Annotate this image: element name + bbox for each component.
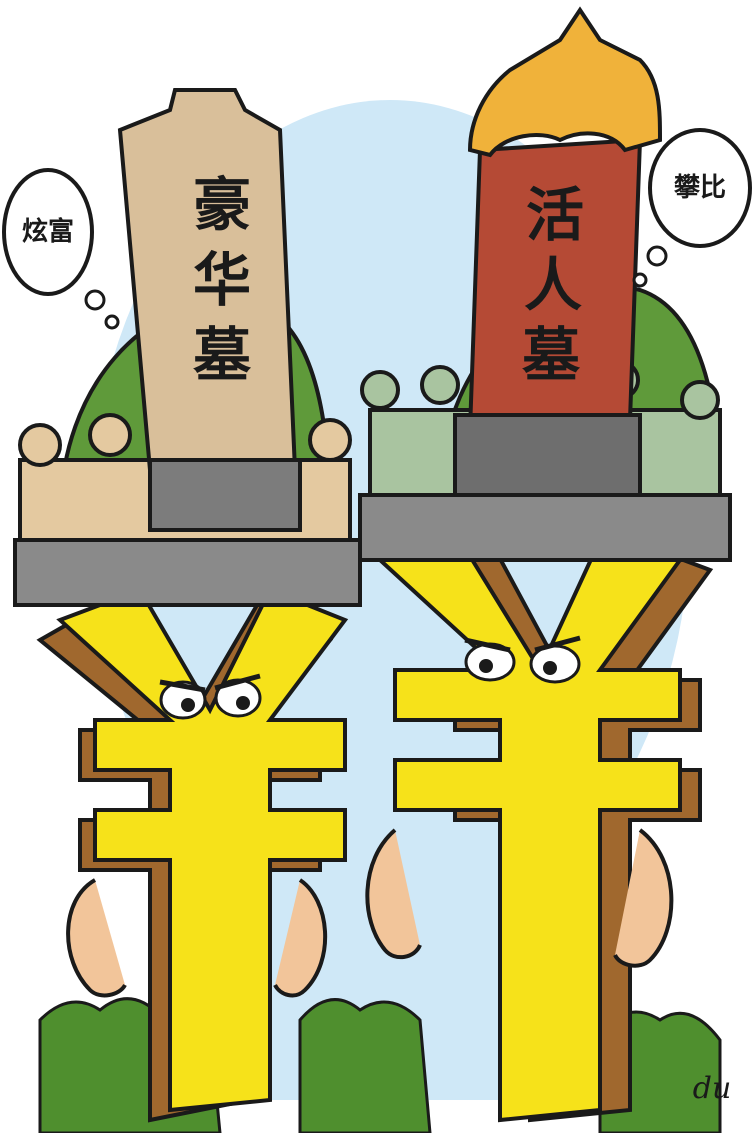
left-yuan-arm-right [273, 878, 327, 998]
left-yuan-eye-left [159, 680, 207, 720]
left-bubble-dot-1 [84, 289, 106, 311]
left-yuan-brows [159, 673, 261, 693]
left-tomb-stele-foot [148, 458, 302, 532]
right-bubble-dot-2 [632, 272, 648, 288]
left-yuan-pupil-right [236, 696, 250, 710]
left-yuan-arm-left [66, 878, 127, 998]
left-tomb-base [13, 538, 362, 607]
left-railing-post-1 [18, 423, 62, 467]
right-yuan-figure [365, 537, 714, 1123]
left-yuan-pupil-left [181, 698, 195, 712]
left-bubble-ellipse [2, 168, 94, 296]
left-railing-post-3 [308, 418, 352, 462]
left-yuan-body [56, 587, 349, 1113]
right-tomb-char-3: 墓 [522, 321, 581, 389]
right-tomb-stele-foot [453, 413, 642, 497]
left-tomb-group: 豪 华 墓 [13, 88, 362, 607]
right-yuan-brows [464, 635, 581, 653]
right-thought-bubble: 攀比 [632, 128, 752, 288]
right-bubble-dot-1 [646, 245, 668, 267]
right-tomb-roof [467, 6, 663, 158]
right-bubble-ellipse [648, 128, 752, 248]
right-tomb-group: 活 人 墓 [358, 6, 732, 562]
left-tomb-char-2: 华 [193, 246, 251, 314]
left-yuan-figure [36, 587, 349, 1123]
left-tomb-char-1: 豪 [193, 171, 251, 239]
right-railing-post-2 [420, 365, 460, 405]
right-yuan-arm-left [365, 828, 422, 960]
left-bubble-text: 炫富 [22, 216, 74, 247]
right-tomb-base [358, 493, 732, 562]
right-yuan-arm-right [613, 828, 674, 968]
artist-signature: du [693, 1071, 732, 1106]
left-thought-bubble: 炫富 [2, 168, 120, 330]
bottom-bushes-middle [298, 998, 432, 1133]
right-yuan-pupil-right [543, 661, 557, 675]
right-yuan-pupil-left [479, 659, 493, 673]
right-tomb-char-1: 活 [526, 181, 584, 249]
left-tomb-char-3: 墓 [193, 321, 252, 389]
right-railing-post-1 [360, 370, 400, 410]
left-bubble-dot-2 [104, 314, 120, 330]
left-railing-post-2 [88, 413, 132, 457]
right-railing-post-4 [680, 380, 720, 420]
right-tomb-char-2: 人 [524, 251, 582, 319]
right-bubble-text: 攀比 [673, 173, 726, 203]
